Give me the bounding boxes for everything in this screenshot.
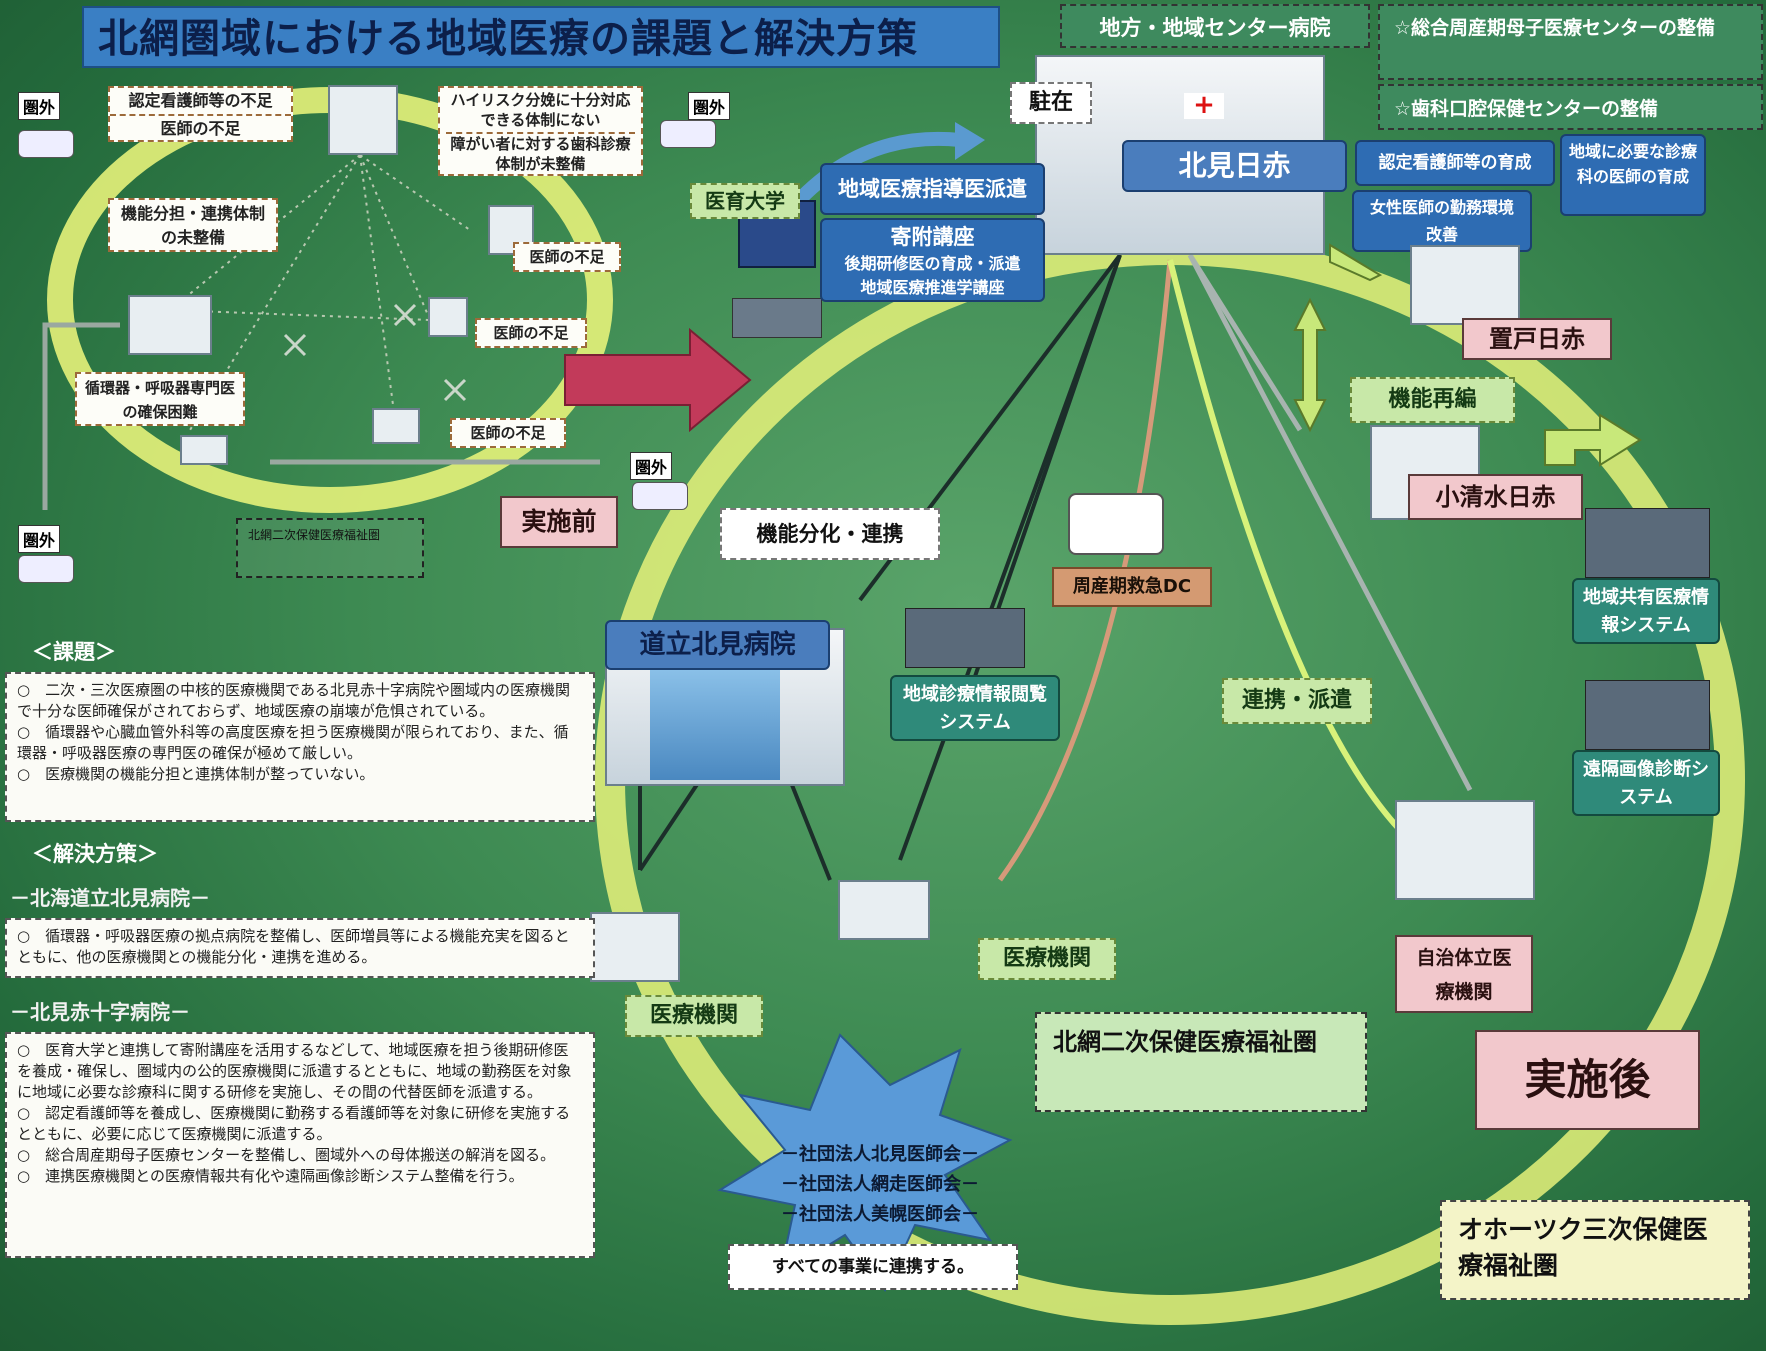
perinatal-center-label: ☆総合周産期母子医療センターの整備 (1378, 4, 1763, 80)
endowed-title: 寄附講座 (890, 225, 975, 249)
issue-text: ハイリスク分娩に十分対応できる体制にない (450, 91, 631, 129)
association-item: －社団法人北見医師会－ (781, 1144, 979, 1165)
kitami-red-cross-label: 北見日赤 (1122, 140, 1347, 192)
endowed-course-box: 寄附講座 後期研修医の育成・派遣 地域医療推進学講座 (820, 218, 1045, 302)
koshimizu-red-cross-label: 小清水日赤 (1408, 474, 1583, 520)
medical-institution-label: 医療機関 (625, 995, 763, 1037)
hospital-building-icon (428, 297, 468, 337)
page-title: 北網圏域における地域医療の課題と解決方策 (82, 6, 1000, 68)
kitami-solution-block: ○ 医育大学と連携して寄附講座を活用するなどして、地域医療を担う後期研修医を養成… (5, 1032, 595, 1258)
hospital-building-icon (128, 295, 212, 355)
issue-box-cardio: 循環器・呼吸器専門医の確保困難 (75, 372, 245, 426)
outside-label-1: 圏外 (18, 92, 61, 120)
ambulance-icon (18, 555, 74, 583)
issue-text: 障がい者に対する歯科診療体制が未整備 (446, 132, 635, 174)
issue-item: ○ 医療機関の機能分担と連携体制が整っていない。 (17, 765, 375, 783)
endowed-sub: 地域医療推進学講座 (860, 278, 1005, 297)
computer-terminal-icon (1585, 680, 1710, 750)
red-cross-icon: + (1184, 92, 1224, 119)
dohritsu-subheading: －北海道立北見病院－ (10, 886, 210, 910)
issue-item: ○ 二次・三次医療圏の中核的医療機関である北見赤十字病院や圏域内の医療機関で十分… (17, 681, 570, 720)
function-split-label: 機能分化・連携 (720, 508, 940, 560)
municipal-institution-label: 自治体立医療機関 (1395, 935, 1533, 1013)
medical-university-label: 医育大学 (690, 183, 800, 219)
solutions-heading: ＜解決方策＞ (32, 842, 158, 866)
hospital-building-icon (372, 408, 420, 444)
associations-list: －社団法人北見医師会－ －社団法人網走医師会－ －社団法人美幌医師会－ (735, 1140, 1025, 1230)
ambulance-icon (1068, 493, 1164, 555)
issue-box-doctor-shortage: 医師の不足 (475, 318, 587, 348)
reorganization-label: 機能再編 (1350, 377, 1515, 423)
specialty-training-box: 地域に必要な診療科の医師の育成 (1560, 134, 1706, 216)
ambulance-icon (632, 482, 688, 510)
oketo-red-cross-label: 置戸日赤 (1462, 318, 1612, 360)
issues-heading: ＜課題＞ (32, 640, 116, 664)
perinatal-dc-label: 周産期救急DC (1052, 567, 1212, 607)
after-area-label: 北網二次保健医療福祉圏 (1035, 1012, 1367, 1112)
shared-info-system-box: 地域共有医療情報システム (1572, 578, 1720, 644)
associations-note: すべての事業に連携する。 (728, 1244, 1018, 1290)
center-hospital-label: 地方・地域センター病院 (1060, 4, 1370, 48)
nurse-training-box: 認定看護師等の育成 (1355, 140, 1555, 186)
okhotsk-area-label: オホーツク三次保健医療福祉圏 (1440, 1200, 1750, 1300)
before-area-label: 北網二次保健医療福祉圏 (236, 518, 424, 578)
computer-terminal-icon (1585, 508, 1710, 578)
surgery-image-icon (650, 670, 780, 780)
issues-block: ○ 二次・三次医療圏の中核的医療機関である北見赤十字病院や圏域内の医療機関で十分… (5, 672, 595, 822)
hospital-building-icon (180, 435, 228, 465)
dohritsu-hospital-label: 道立北見病院 (605, 620, 830, 670)
regional-info-system-box: 地域診療情報閲覧システム (890, 675, 1060, 741)
issue-item: ○ 循環器や心臓血管外科等の高度医療を担う医療機関が限られており、また、循環器・… (17, 723, 569, 762)
before-badge: 実施前 (500, 496, 618, 548)
hospital-building-icon (590, 912, 680, 982)
association-item: －社団法人美幌医師会－ (781, 1204, 979, 1225)
outside-label-2: 圏外 (688, 92, 731, 120)
remote-image-system-box: 遠隔画像診断システム (1572, 750, 1720, 816)
endowed-sub: 後期研修医の育成・派遣 (844, 254, 1021, 273)
ambulance-icon (18, 130, 74, 158)
issue-box-doctor-shortage: 医師の不足 (450, 418, 566, 448)
issue-box-nurse-doctor: 認定看護師等の不足 医師の不足 (108, 86, 293, 142)
medical-institution-label: 医療機関 (978, 938, 1116, 980)
outside-label-4: 圏外 (18, 525, 61, 553)
association-item: －社団法人網走医師会－ (781, 1174, 979, 1195)
solution-item: ○ 認定看護師等を養成し、医療機関に勤務する看護師等を対象に研修を実施するととも… (17, 1104, 571, 1143)
issue-box-function: 機能分担・連携体制の未整備 (108, 198, 278, 252)
hospital-building-icon (838, 880, 930, 940)
issue-text: 医師の不足 (110, 114, 291, 142)
coop-dispatch-label: 連携・派遣 (1222, 678, 1372, 724)
issue-box-highrisk-dental: ハイリスク分娩に十分対応できる体制にない 障がい者に対する歯科診療体制が未整備 (438, 86, 643, 176)
lecture-icon (732, 298, 822, 338)
issue-text: 認定看護師等の不足 (128, 91, 273, 110)
issue-box-doctor-shortage: 医師の不足 (513, 242, 621, 272)
female-doctor-box: 女性医師の勤務環境改善 (1352, 190, 1532, 252)
dispatch-box: 地域医療指導医派遣 (820, 163, 1045, 215)
hospital-building-icon (328, 85, 398, 155)
dental-center-label: ☆歯科口腔保健センターの整備 (1378, 84, 1763, 130)
stationed-label: 駐在 (1010, 82, 1092, 124)
hospital-building-icon (1410, 245, 1520, 325)
computer-terminal-icon (905, 608, 1025, 668)
kitami-subheading: －北見赤十字病院－ (10, 1000, 190, 1024)
dohritsu-solution-block: ○ 循環器・呼吸器医療の拠点病院を整備し、医師増員等による機能充実を図るとともに… (5, 918, 595, 978)
solution-item: ○ 総合周産期母子医療センターを整備し、圏域外への母体搬送の解消を図る。 (17, 1146, 556, 1164)
outside-label-3: 圏外 (630, 452, 673, 480)
after-badge: 実施後 (1475, 1030, 1700, 1130)
ambulance-icon (660, 120, 716, 148)
hospital-building-icon (1395, 800, 1535, 900)
solution-item: ○ 連携医療機関との医療情報共有化や遠隔画像診断システム整備を行う。 (17, 1167, 524, 1185)
solution-item: ○ 医育大学と連携して寄附講座を活用するなどして、地域医療を担う後期研修医を養成… (17, 1041, 572, 1101)
